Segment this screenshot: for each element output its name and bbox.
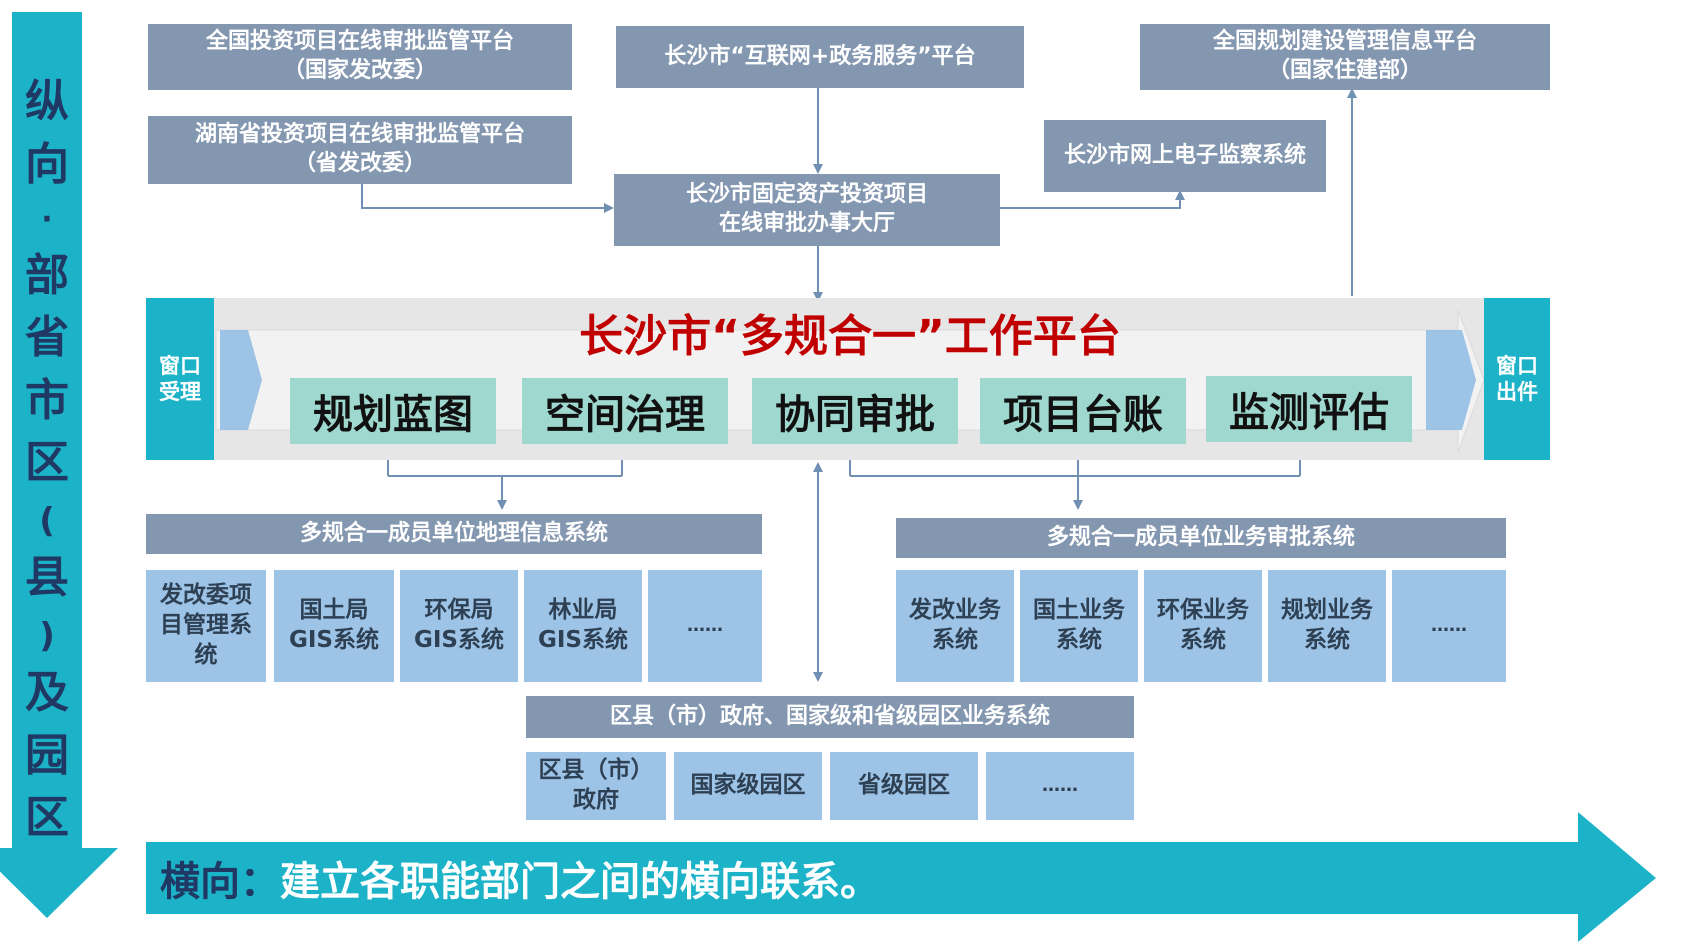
hunan-investment-platform: 湖南省投资项目在线审批监管平台 （省发改委） — [148, 116, 572, 184]
vertical-char: · — [41, 202, 53, 237]
window-acceptance: 窗口 受理 — [146, 298, 214, 460]
horizontal-label-prefix: 横向 — [160, 859, 240, 905]
business-system-cell: 发改业务系统 — [896, 570, 1014, 682]
business-system-cell: 规划业务系统 — [1268, 570, 1386, 682]
vertical-char: 部 — [25, 249, 69, 301]
business-system-cell: …… — [1392, 570, 1506, 682]
electronic-supervision-system-label: 长沙市网上电子监察系统 — [1063, 142, 1306, 168]
fixed-asset-approval-hall: 长沙市固定资产投资项目 在线审批办事大厅 — [614, 174, 1000, 246]
vertical-label: 纵 向 · 部 省 市 区 ( 县 ) 及 园 区 — [14, 80, 80, 840]
vertical-char: 省 — [25, 312, 69, 363]
national-planning-platform-line1: 全国规划建设管理信息平台 — [1212, 29, 1477, 55]
window-issuance-line2: 出件 — [1496, 380, 1538, 404]
vertical-char: 区 — [25, 437, 69, 488]
window-issuance: 窗口 出件 — [1484, 298, 1550, 460]
hunan-investment-platform-line2: （省发改委） — [293, 151, 426, 176]
window-acceptance-line2: 受理 — [159, 380, 201, 404]
district-system-cell: 省级园区 — [830, 752, 978, 820]
function-project-ledger: 项目台账 — [980, 378, 1186, 444]
national-planning-platform: 全国规划建设管理信息平台 （国家住建部） — [1140, 24, 1550, 90]
fixed-asset-approval-hall-line1: 长沙市固定资产投资项目 — [685, 182, 928, 208]
electronic-supervision-system: 长沙市网上电子监察系统 — [1044, 120, 1326, 192]
internet-gov-service-platform-label: 长沙市“互联网+政务服务”平台 — [664, 43, 976, 69]
national-investment-platform-line1: 全国投资项目在线审批监管平台 — [205, 29, 514, 55]
gis-system-cell: 林业局GIS系统 — [524, 570, 642, 682]
gis-system-cell: 发改委项目管理系统 — [146, 570, 266, 682]
national-planning-platform-line2: （国家住建部） — [1267, 58, 1422, 83]
business-system-cell: 环保业务系统 — [1144, 570, 1262, 682]
district-system-cell: …… — [986, 752, 1134, 820]
internet-gov-service-platform: 长沙市“互联网+政务服务”平台 — [616, 26, 1024, 88]
business-systems-header: 多规合一成员单位业务审批系统 — [896, 518, 1506, 558]
vertical-char: 市 — [25, 374, 69, 426]
district-system-cell: 国家级园区 — [674, 752, 822, 820]
national-investment-platform-line2: （国家发改委） — [282, 58, 437, 83]
gis-system-cell: 国土局GIS系统 — [274, 570, 394, 682]
function-collaborative-approval: 协同审批 — [752, 378, 958, 444]
vertical-char: 及 — [25, 667, 69, 718]
vertical-char: ) — [39, 615, 55, 656]
platform-title: 长沙市“多规合一”工作平台 — [579, 311, 1121, 362]
window-issuance-line1: 窗口 — [1496, 353, 1538, 378]
vertical-char: 纵 — [25, 76, 69, 127]
function-planning-blueprint: 规划蓝图 — [290, 378, 496, 444]
function-spatial-governance: 空间治理 — [522, 378, 728, 444]
function-monitoring-evaluation: 监测评估 — [1206, 376, 1412, 442]
district-systems-header: 区县（市）政府、国家级和省级园区业务系统 — [526, 696, 1134, 738]
vertical-char: 区 — [25, 792, 69, 843]
gis-system-cell: 环保局GIS系统 — [400, 570, 518, 682]
horizontal-label-colon: ： — [240, 859, 280, 905]
business-system-cell: 国土业务系统 — [1020, 570, 1138, 682]
vertical-char: 园 — [25, 729, 69, 781]
window-acceptance-line1: 窗口 — [159, 353, 201, 378]
national-investment-platform: 全国投资项目在线审批监管平台 （国家发改委） — [148, 24, 572, 90]
hunan-investment-platform-line1: 湖南省投资项目在线审批监管平台 — [194, 122, 525, 148]
fixed-asset-approval-hall-line2: 在线审批办事大厅 — [718, 211, 895, 236]
vertical-char: 向 — [25, 138, 69, 190]
district-system-cell: 区县（市）政府 — [526, 752, 666, 820]
vertical-char: 县 — [25, 552, 69, 603]
vertical-char: ( — [39, 500, 55, 541]
horizontal-label: 横向 ： 建立各职能部门之间的横向联系。 — [160, 846, 1360, 910]
horizontal-label-text: 建立各职能部门之间的横向联系。 — [280, 859, 880, 905]
gis-system-cell: …… — [648, 570, 762, 682]
gis-systems-header: 多规合一成员单位地理信息系统 — [146, 514, 762, 554]
